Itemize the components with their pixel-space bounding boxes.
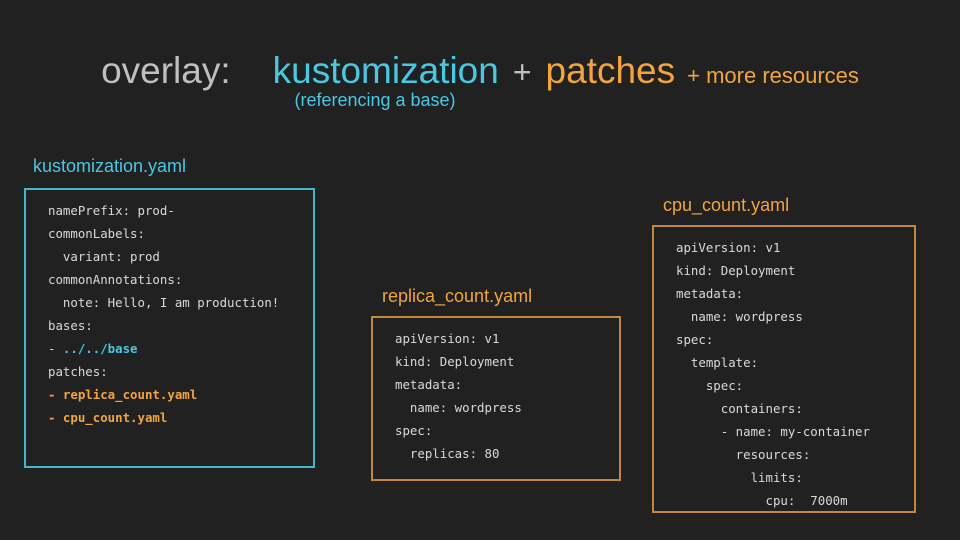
code-line: - cpu_count.yaml [48,406,313,429]
code-segment: resources: [676,447,811,462]
code-segment: commonLabels: [48,226,145,241]
code-segment: namePrefix: prod- [48,203,175,218]
code-segment: containers: [676,401,803,416]
panel-label-kustomization-yaml: kustomization.yaml [33,156,187,176]
code-line: commonLabels: [48,222,313,245]
code-segment: note: Hello, I am production! [48,295,280,310]
code-segment: spec: [676,378,744,393]
code-segment: limits: [676,470,803,485]
code-line: name: wordpress [395,396,619,419]
code-line: metadata: [676,282,914,305]
code-line: - name: my-container [676,420,914,443]
code-segment: kind: Deployment [676,263,796,278]
code-segment: apiVersion: v1 [395,331,500,346]
code-segment: patches: [48,364,108,379]
code-line: name: wordpress [676,305,914,328]
code-segment: kind: Deployment [395,354,515,369]
title-kustomization: kustomization [272,50,499,91]
panel-label-cpu-count-yaml: cpu_count.yaml [663,195,790,215]
code-line: variant: prod [48,245,313,268]
code-segment: bases: [48,318,93,333]
title-plus: + [512,54,532,90]
code-segment: variant: prod [48,249,160,264]
code-segment: name: wordpress [676,309,803,324]
code-line: apiVersion: v1 [395,327,619,350]
code-line: metadata: [395,373,619,396]
code-segment: - cpu_count.yaml [48,410,168,425]
code-segment: spec: [676,332,714,347]
code-line: limits: [676,466,914,489]
code-segment: name: wordpress [395,400,522,415]
code-segment: apiVersion: v1 [676,240,781,255]
code-line: kind: Deployment [676,259,914,282]
code-segment: cpu: 7000m [676,493,848,508]
code-line: patches: [48,360,313,383]
slide-title: overlay: kustomization + patches + more … [0,50,960,92]
code-line: template: [676,351,914,374]
code-line: cpu: 7000m [676,489,914,512]
title-overlay: overlay: [101,50,231,91]
code-segment: spec: [395,423,433,438]
code-segment: - name: my-container [676,424,870,439]
code-line: note: Hello, I am production! [48,291,313,314]
code-line: spec: [395,419,619,442]
panel-label-replica-count-yaml: replica_count.yaml [382,286,533,306]
code-line: commonAnnotations: [48,268,313,291]
code-line: kind: Deployment [395,350,619,373]
code-segment: template: [676,355,759,370]
code-segment: metadata: [395,377,463,392]
code-line: - replica_count.yaml [48,383,313,406]
code-line: bases: [48,314,313,337]
code-segment: metadata: [676,286,744,301]
code-segment: - replica_count.yaml [48,387,198,402]
subtitle-referencing-base: (referencing a base) [294,90,456,110]
code-line: spec: [676,328,914,351]
title-more-resources: + more resources [687,63,859,88]
code-segment: commonAnnotations: [48,272,183,287]
code-line: containers: [676,397,914,420]
code-line: - ../../base [48,337,313,360]
code-line: replicas: 80 [395,442,619,465]
title-patches: patches [545,50,676,91]
code-segment: - [48,341,63,356]
code-line: namePrefix: prod- [48,199,313,222]
code-segment: replicas: 80 [395,446,500,461]
code-box-kustomization-yaml: namePrefix: prod-commonLabels: variant: … [24,188,315,468]
code-line: apiVersion: v1 [676,236,914,259]
code-segment: ../../base [62,341,138,356]
code-line: spec: [676,374,914,397]
code-line: resources: [676,443,914,466]
